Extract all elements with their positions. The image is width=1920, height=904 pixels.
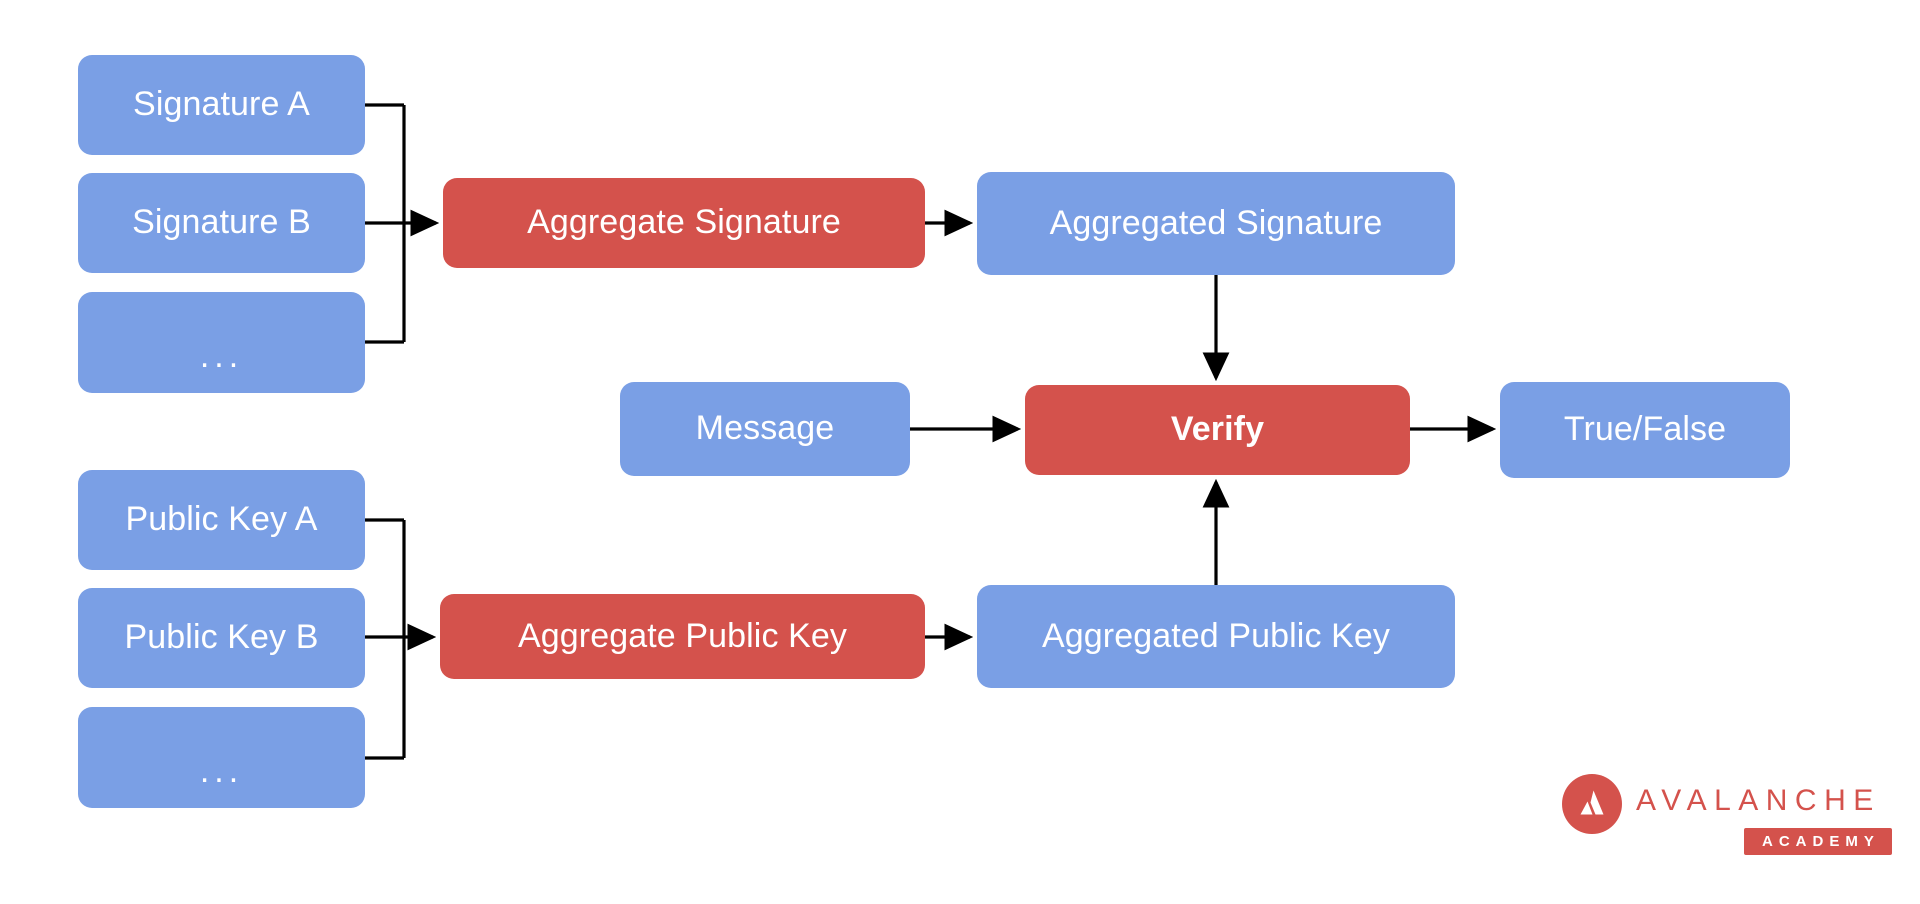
node-aggregate-signature-label: Aggregate Signature xyxy=(527,203,841,242)
node-aggregated-public-key[interactable]: Aggregated Public Key xyxy=(977,585,1455,688)
node-true-false-label: True/False xyxy=(1563,410,1727,449)
node-message[interactable]: Message xyxy=(620,382,910,476)
avalanche-wordmark: AVALANCHE xyxy=(1636,784,1881,817)
node-public-key-more[interactable]: ... xyxy=(78,707,365,808)
node-public-key-more-label: ... xyxy=(199,751,244,790)
node-aggregated-signature[interactable]: Aggregated Signature xyxy=(977,172,1455,275)
node-signature-more[interactable]: ... xyxy=(78,292,365,393)
node-aggregated-signature-label: Aggregated Signature xyxy=(1049,203,1383,242)
node-message-label: Message xyxy=(695,409,835,448)
node-aggregate-public-key-label: Aggregate Public Key xyxy=(518,616,847,655)
node-public-key-a[interactable]: Public Key A xyxy=(78,470,365,570)
node-public-key-b-label: Public Key B xyxy=(124,618,319,657)
node-signature-a-label: Signature A xyxy=(133,85,310,124)
node-signature-more-label: ... xyxy=(199,336,244,375)
node-signature-b-label: Signature B xyxy=(132,203,311,242)
node-verify[interactable]: Verify xyxy=(1025,385,1410,475)
node-aggregated-public-key-label: Aggregated Public Key xyxy=(1042,616,1390,655)
node-verify-label: Verify xyxy=(1170,410,1265,449)
node-signature-b[interactable]: Signature B xyxy=(78,173,365,273)
node-public-key-b[interactable]: Public Key B xyxy=(78,588,365,688)
node-public-key-a-label: Public Key A xyxy=(125,500,318,539)
node-true-false[interactable]: True/False xyxy=(1500,382,1790,478)
academy-badge: ACADEMY xyxy=(1744,828,1892,855)
node-aggregate-public-key[interactable]: Aggregate Public Key xyxy=(440,594,925,679)
node-signature-a[interactable]: Signature A xyxy=(78,55,365,155)
avalanche-academy-logo: AVALANCHE ACADEMY xyxy=(1562,772,1892,862)
avalanche-logo-icon xyxy=(1562,774,1622,834)
node-aggregate-signature[interactable]: Aggregate Signature xyxy=(443,178,925,268)
